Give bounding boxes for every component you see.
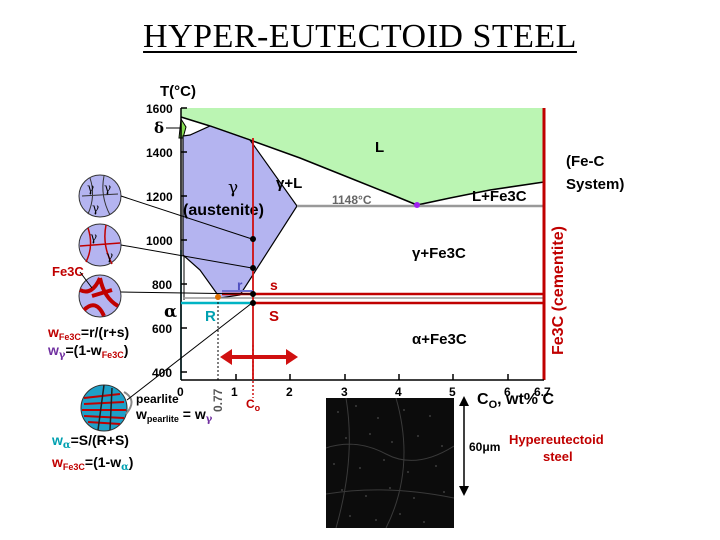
x-tick-5: 5 — [449, 385, 456, 399]
x-tick-2: 2 — [286, 385, 293, 399]
liquid-region — [181, 108, 544, 205]
y-axis-label: T(°C) — [160, 83, 196, 100]
eutectoid-point — [215, 294, 221, 300]
pearlite-bracket — [123, 391, 133, 415]
y-axis-ticks — [181, 107, 187, 373]
point-3 — [250, 291, 256, 297]
y-tick-1000: 1000 — [146, 234, 173, 248]
lever-S-big: S — [269, 308, 279, 325]
x-tick-6-7: 6.7 — [534, 385, 551, 399]
grain-1-pointer — [120, 195, 253, 240]
x-axis-label: CO, wt% C — [477, 391, 554, 411]
point-1 — [250, 236, 256, 242]
cementite-vertical-label: Fe3C (cementite) — [550, 226, 567, 355]
formula-w-gamma: wγ=(1-wFe3C) — [47, 342, 128, 361]
y-tick-1400: 1400 — [146, 146, 173, 160]
formula-w-alpha: wα=S/(R+S) — [51, 432, 129, 451]
austenite-region — [182, 125, 298, 299]
c0-label: Co — [246, 397, 261, 413]
formula-w-fe3c-big: wFe3C=(1-wα) — [51, 454, 133, 473]
alpha-plus-cementite-label: α+Fe3C — [412, 331, 467, 348]
x-tick-3: 3 — [341, 385, 348, 399]
grain-circle-2: γ γ — [78, 223, 122, 267]
grain-2-pointer — [120, 244, 253, 269]
grain-circle-3 — [78, 274, 122, 318]
eutectic-temp-label: 1148°C — [332, 193, 372, 207]
pearlite-circle — [80, 384, 128, 432]
gamma-plus-cementite-label: γ+Fe3C — [412, 245, 466, 262]
scale-label: 60μm — [469, 440, 500, 454]
svg-text:γ: γ — [104, 181, 111, 195]
svg-text:γ: γ — [90, 230, 97, 244]
grain-circle-1: γ γ γ — [78, 174, 122, 218]
x-tick-1: 1 — [231, 385, 238, 399]
eutectoid-composition-label: 0.77 — [211, 388, 225, 412]
pearlite-label: pearlite — [136, 392, 179, 406]
fe3c-grain-label: Fe3C — [52, 264, 84, 279]
page-title: HYPER-EUTECTOID STEEL — [143, 18, 577, 55]
x-tick-6: 6 — [504, 385, 511, 399]
eutectic-point — [414, 202, 420, 208]
system-label-line2: System) — [566, 176, 624, 193]
point-4 — [250, 300, 256, 306]
system-label-line1: (Fe-C — [566, 153, 604, 170]
y-tick-800: 800 — [152, 278, 172, 292]
scale-bar — [459, 396, 469, 496]
liquid-label: L — [375, 139, 384, 156]
gamma-plus-liquid-label: γ+L — [276, 175, 302, 192]
x-axis-ticks — [235, 374, 509, 380]
lever-r-small: r — [237, 277, 243, 293]
x-tick-0: 0 — [177, 385, 184, 399]
delta-label: δ — [154, 119, 164, 137]
svg-text:γ: γ — [106, 249, 113, 263]
point-2 — [250, 265, 256, 271]
grain-3-pointer — [120, 291, 253, 295]
pearlite-pointer — [126, 302, 253, 401]
composition-range-arrow — [220, 349, 298, 365]
formula-w-pearlite: wpearlite = wγ — [135, 406, 213, 425]
lever-s-small: s — [270, 277, 278, 293]
y-tick-1200: 1200 — [146, 190, 173, 204]
austenite-label: (austenite) — [183, 202, 264, 219]
x-tick-4: 4 — [395, 385, 402, 399]
micrograph-image — [325, 397, 455, 529]
y-tick-1600: 1600 — [146, 102, 173, 116]
fe3c-pointer — [79, 271, 93, 289]
y-tick-600: 600 — [152, 322, 172, 336]
alpha-label: α — [164, 302, 177, 322]
svg-text:γ: γ — [92, 201, 99, 215]
svg-text:γ: γ — [87, 181, 94, 195]
micrograph-caption-2: steel — [543, 449, 573, 464]
formula-w-fe3c-small: wFe3C=r/(r+s) — [47, 324, 129, 342]
liquid-plus-cementite-label: L+Fe3C — [472, 188, 527, 205]
micrograph-caption-1: Hypereutectoid — [509, 432, 604, 447]
gamma-symbol: γ — [228, 178, 238, 198]
lever-R-big: R — [205, 308, 216, 325]
